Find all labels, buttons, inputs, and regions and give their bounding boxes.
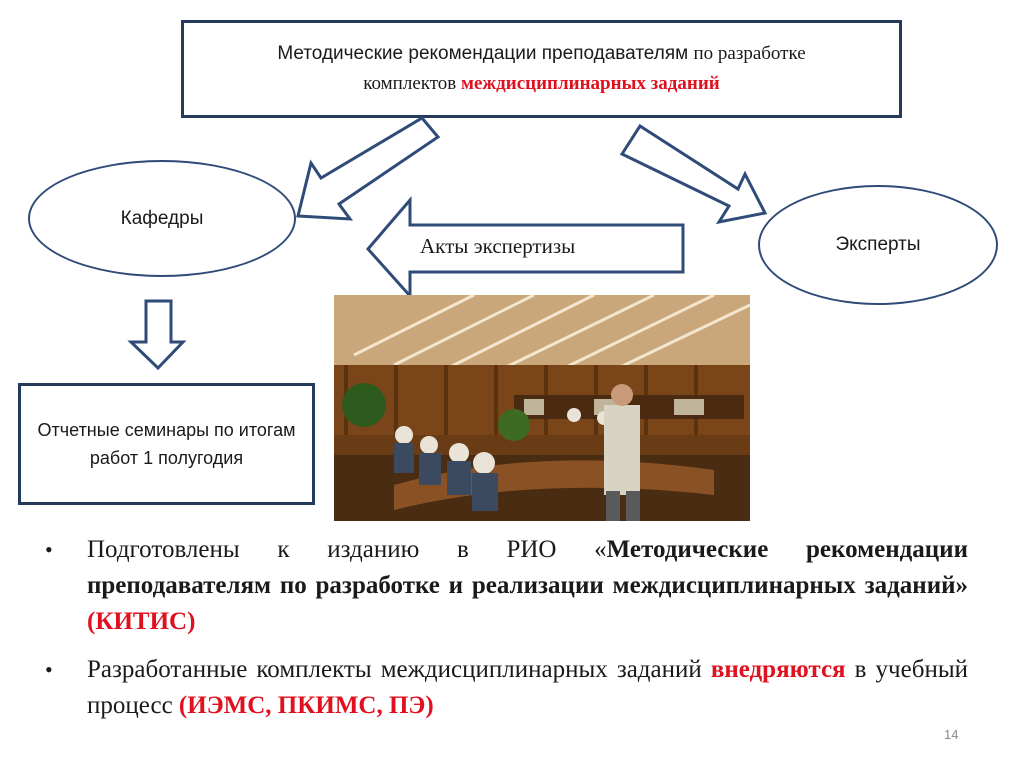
- top-box: Методические рекомендации преподавателям…: [181, 20, 902, 118]
- bullet-1-part-a: Подготовлены к изданию в РИО «: [87, 536, 607, 563]
- bullet-2-part-a: Разработанные комплекты междисциплинарны…: [87, 656, 711, 683]
- bullet-1-part-d: (КИТИС): [87, 608, 196, 635]
- seminar-room-photo: [334, 295, 750, 521]
- seminars-box: Отчетные семинары по итогам работ 1 полу…: [18, 383, 315, 505]
- arrow-acts: [366, 195, 685, 300]
- eksperty-label: Эксперты: [835, 234, 921, 255]
- kafedry-label: Кафедры: [120, 207, 204, 229]
- top-box-text-2a: комплектов: [363, 73, 462, 94]
- bullet-2: • Разработанные комплекты междисциплинар…: [45, 652, 968, 724]
- bullet-1-part-b: Методические рекомендации преподавателям…: [87, 536, 968, 599]
- top-box-text-2b: междисциплинарных заданий: [461, 73, 720, 94]
- bullet-1-text: Подготовлены к изданию в РИО «Методическ…: [87, 532, 968, 640]
- top-box-line-1: Методические рекомендации преподавателям…: [277, 39, 805, 69]
- acts-label: Акты экспертизы: [420, 234, 576, 258]
- page-number: 14: [944, 727, 959, 742]
- bullet-2-marker: •: [45, 657, 53, 682]
- bullet-2-part-c: в учебный процесс: [87, 656, 968, 719]
- bullet-2-part-d: (ИЭМС, ПКИМС, ПЭ): [178, 692, 434, 719]
- eksperty-node: Эксперты: [758, 185, 998, 305]
- top-box-text-1b: по разработке: [693, 43, 806, 64]
- bullet-1-part-c: »: [955, 572, 969, 599]
- arrow-to-kafedry: [296, 116, 441, 221]
- arrow-to-eksperty: [619, 123, 768, 225]
- seminars-label: Отчетные семинары по итогам работ 1 полу…: [37, 420, 296, 468]
- bullet-2-text: Разработанные комплекты междисциплинарны…: [87, 652, 968, 724]
- bullet-1-marker: •: [45, 537, 53, 562]
- bullet-1: • Подготовлены к изданию в РИО «Методиче…: [45, 532, 968, 640]
- arrow-down-to-seminars: [127, 299, 187, 371]
- bullet-2-part-b: внедряются: [710, 656, 846, 683]
- top-box-line-2: комплектов междисциплинарных заданий: [277, 69, 805, 99]
- top-box-text-1a: Методические рекомендации преподавателям: [277, 43, 694, 64]
- kafedry-node: Кафедры: [28, 160, 296, 277]
